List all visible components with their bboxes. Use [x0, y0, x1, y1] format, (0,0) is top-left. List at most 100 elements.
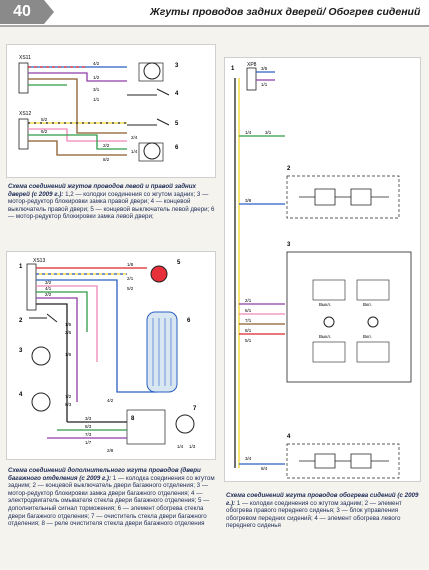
rear-window-heater	[146, 311, 178, 393]
panel-rear-doors: XS11 4/2 1/2 3/1 1/1 3 4 XS12 5/2 6/2 2/…	[6, 44, 216, 178]
wire-code: 1/6	[65, 352, 72, 357]
wire-code: 2/4	[131, 135, 138, 140]
connector-label-xs11: XS11	[19, 55, 31, 61]
wire-code: 2/8	[107, 448, 114, 453]
washer-motor-icon	[31, 392, 51, 412]
wire-code: 3/8	[245, 198, 252, 203]
wire-code: 4/2	[107, 398, 114, 403]
wire-code: 1/3	[189, 444, 196, 449]
wire-code: 6/2	[41, 129, 48, 134]
wire-code: 3/2	[45, 280, 52, 285]
wire-code: 3/1	[265, 130, 272, 135]
page-number: 40	[0, 0, 54, 24]
component-number: 3	[287, 242, 291, 248]
wire-code: 3/4	[245, 456, 252, 461]
component-number: 4	[19, 392, 23, 398]
caption-title: Схема соединений жгута проводов обогрева…	[226, 492, 419, 507]
wire-code: 8/4	[261, 466, 268, 471]
diagram-seat-heating: 1 XP8 3/5 1/1 1/4 3/1 3/8 2/1 6/1 7/1 8/…	[231, 62, 412, 479]
switch-icon	[127, 88, 170, 96]
component-number: 6	[175, 145, 179, 151]
wire-code: 2/2	[103, 143, 110, 148]
component-number: 6	[187, 318, 191, 324]
switch-label-on: Вкл.	[363, 302, 372, 307]
component-number: 7	[193, 406, 197, 412]
connector-xs11	[18, 62, 29, 94]
wire-code: 1/7	[85, 440, 92, 445]
wire-code: 6/3	[65, 402, 72, 407]
wire-code: 8/2	[103, 157, 110, 162]
wire-code: 1/1	[93, 97, 100, 102]
switch-label-on: Вкл.	[363, 334, 372, 339]
panel-seat-heating: 1 XP8 3/5 1/1 1/4 3/1 3/8 2/1 6/1 7/1 8/…	[224, 57, 421, 482]
component-number: 4	[287, 434, 291, 440]
wire-code: 5/1	[245, 338, 252, 343]
wire-code: 8/1	[245, 328, 252, 333]
component-number: 3	[19, 348, 23, 354]
caption-tailgate-harness: Схема соединений дополнительного жгута п…	[8, 467, 218, 528]
connector-xp8	[246, 67, 257, 91]
motor-icon	[31, 346, 51, 366]
connector-label: XP8	[247, 62, 257, 68]
page-title: Жгуты проводов задних дверей/ Обогрев си…	[150, 6, 421, 18]
caption-text: 1 — колодки соединения со жгутом задним;…	[226, 499, 402, 530]
wire-code: 3/1	[93, 87, 100, 92]
switch-icon	[29, 313, 58, 323]
wire-code: 1/4	[131, 149, 138, 154]
wire-code: 1/8	[127, 262, 134, 267]
component-number: 8	[131, 416, 135, 422]
wire-code: 8/3	[85, 424, 92, 429]
wire-code: 4/2	[93, 61, 100, 66]
component-number: 2	[19, 318, 23, 324]
component-number: 4	[175, 91, 179, 97]
page-header: 40 Жгуты проводов задних дверей/ Обогрев…	[0, 0, 429, 27]
wire-code: 2/1	[245, 298, 252, 303]
component-number: 5	[175, 121, 179, 127]
wire-code: 2/2	[45, 292, 52, 297]
wire-code: 2/1	[127, 276, 134, 281]
switch-label-off: Выкл.	[319, 302, 331, 307]
component-number: 5	[177, 260, 181, 266]
caption-title: Схема соединений жгутов проводов левой и…	[8, 183, 196, 198]
caption-text: 1,2 — колодки соединения со жгутом задни…	[8, 190, 215, 221]
connector-label-xs12: XS12	[19, 111, 31, 117]
wire-code: 6/1	[245, 308, 252, 313]
component-number: 2	[287, 166, 291, 172]
component-number: 1	[19, 264, 23, 270]
switch-icon	[127, 118, 170, 126]
component-number: 3	[175, 63, 179, 69]
wiper-motor-icon	[175, 414, 195, 434]
caption-rear-doors: Схема соединений жгутов проводов левой и…	[8, 183, 218, 221]
caption-title: Схема соединений дополнительного жгута п…	[8, 467, 201, 482]
wiper-relay	[126, 409, 166, 445]
wire-code: 4/1	[45, 286, 52, 291]
header-rule	[0, 25, 429, 27]
connector-xs13	[26, 263, 37, 311]
seat-heating-control-unit	[286, 251, 412, 383]
wire-code: 1/2	[93, 75, 100, 80]
diagram-tailgate-harness: XS13 1 1/8 2/1 5/2 3/2 4/1 2/2 5 2 1/5 2…	[19, 258, 197, 453]
wire-code: 7/2	[65, 394, 72, 399]
motor-icon	[143, 62, 161, 80]
connector-label: XS13	[33, 258, 45, 264]
wire-code: 3/5	[261, 66, 268, 71]
switch-label-off: Выкл.	[319, 334, 331, 339]
wire-code: 1/5	[65, 322, 72, 327]
wire-code: 5/2	[127, 286, 134, 291]
brake-light-icon	[150, 265, 168, 283]
caption-seat-heating: Схема соединений жгута проводов обогрева…	[226, 492, 420, 530]
wire-code: 1/1	[261, 82, 268, 87]
wire-code: 3/3	[85, 416, 92, 421]
wire-code: 5/2	[41, 117, 48, 122]
motor-icon	[143, 142, 161, 160]
wire-code: 7/3	[85, 432, 92, 437]
caption-text: 1 — колодка соединения со жгутом задним;…	[8, 474, 215, 528]
component-number: 1	[231, 66, 235, 72]
wire-code: 1/4	[177, 444, 184, 449]
wire-code: 1/4	[245, 130, 252, 135]
wire-code: 7/1	[245, 318, 252, 323]
connector-xs12	[18, 118, 29, 150]
wire-code: 2/5	[65, 330, 72, 335]
panel-tailgate-harness: XS13 1 1/8 2/1 5/2 3/2 4/1 2/2 5 2 1/5 2…	[6, 251, 216, 460]
diagram-rear-doors: XS11 4/2 1/2 3/1 1/1 3 4 XS12 5/2 6/2 2/…	[18, 55, 179, 162]
